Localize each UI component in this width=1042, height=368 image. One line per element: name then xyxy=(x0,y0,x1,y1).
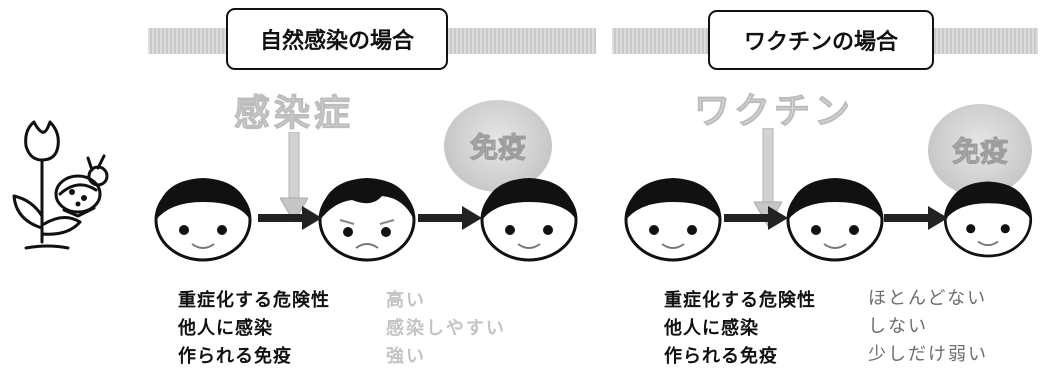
flow-arrow-natural-1 xyxy=(258,206,322,230)
face-immune-natural xyxy=(480,178,578,262)
vaccine-row-1-label: 重症化する危険性 xyxy=(664,290,816,311)
down-arrow-natural xyxy=(280,132,308,223)
flower-ladybug-illustration xyxy=(12,120,109,250)
flow-arrow-vaccine-1 xyxy=(724,206,788,230)
face-healthy-1 xyxy=(154,178,252,262)
vaccine-row-3-value: 少しだけ弱い xyxy=(868,344,988,365)
face-vaccinated xyxy=(786,178,884,262)
face-immune-vaccine xyxy=(943,181,1033,258)
title-vaccine: ワクチンの場合 xyxy=(708,10,934,70)
trigger-label-infection: 感染症 xyxy=(233,93,355,135)
trigger-label-vaccine: ワクチン xyxy=(693,91,855,133)
natural-row-1-label: 重症化する危険性 xyxy=(178,290,330,311)
natural-row-1-value: 高い xyxy=(386,290,426,311)
face-sick xyxy=(318,178,416,262)
vaccine-row-3-label: 作られる免疫 xyxy=(664,346,778,367)
immunity-bubble-vaccine: 免疫 xyxy=(928,104,1032,196)
natural-row-3-label: 作られる免疫 xyxy=(178,346,292,367)
face-healthy-2 xyxy=(624,178,722,262)
flow-arrow-natural-2 xyxy=(418,206,482,230)
title-natural-infection: 自然感染の場合 xyxy=(226,8,448,70)
flow-arrow-vaccine-2 xyxy=(884,206,948,230)
vaccine-row-1-value: ほとんどない xyxy=(868,288,988,309)
natural-row-3-value: 強い xyxy=(386,346,426,367)
vaccine-row-2-value: しない xyxy=(868,316,928,337)
immunity-bubble-natural: 免疫 xyxy=(444,100,552,192)
natural-row-2-label: 他人に感染 xyxy=(178,318,273,339)
vaccine-row-2-label: 他人に感染 xyxy=(664,318,759,339)
natural-row-2-value: 感染しやすい xyxy=(386,318,506,339)
